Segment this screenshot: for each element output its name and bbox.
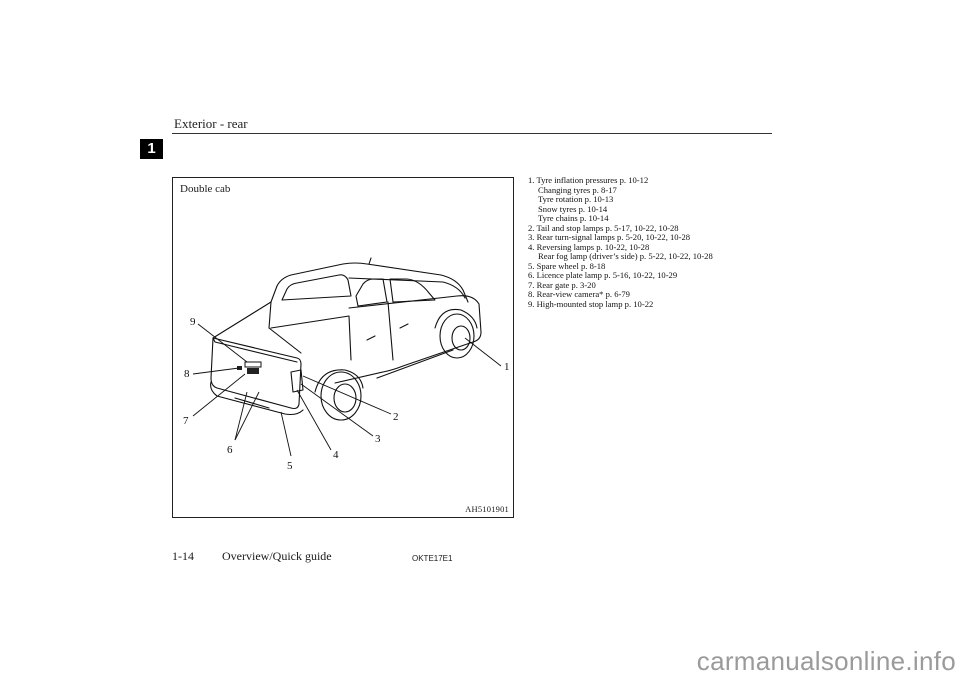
legend-item-9: 9. High-mounted stop lamp p. 10-22 [528, 298, 654, 309]
pickup-truck-illustration: 1 2 3 4 5 6 7 8 9 [183, 257, 510, 472]
footer-document-code: OKTE17E1 [412, 554, 453, 563]
rear-wheel-rim [333, 383, 357, 413]
callout-9: 9 [190, 316, 196, 328]
legend-item-8: 8. Rear-view camera* p. 6-79 [528, 289, 630, 299]
body-side [334, 295, 482, 384]
rear-door-window [355, 278, 388, 307]
rear-window [281, 274, 352, 301]
chapter-tab: 1 [140, 139, 163, 159]
figure-caption: Double cab [180, 183, 231, 195]
camera-mark [237, 366, 242, 370]
callout-2: 2 [393, 411, 399, 423]
figure-code: AH5101901 [465, 504, 509, 514]
rocker-panel [376, 349, 454, 379]
legend-item-6: 6. Licence plate lamp p. 5-16, 10-22, 10… [528, 270, 678, 280]
callout-1: 1 [504, 361, 510, 373]
legend-item-1: 1. Tyre inflation pressures p. 10-12 [528, 175, 649, 185]
bed-top-rail [212, 301, 272, 339]
door-divider [387, 301, 394, 361]
callout-7: 7 [183, 415, 189, 427]
page-header-title: Exterior - rear [174, 116, 248, 131]
tailgate-handle [247, 368, 259, 374]
cab-roof-outline [270, 262, 469, 303]
bumper-step [234, 397, 270, 409]
front-wheel-arch [434, 308, 478, 329]
legend-subitem: Tyre rotation p. 10-13 [538, 194, 614, 204]
watermark-link[interactable]: carmanualsonline.info [696, 646, 956, 676]
legend-subitem: Changing tyres p. 8-17 [538, 184, 617, 195]
tailgate [210, 337, 302, 410]
bed-front-wall [268, 301, 272, 329]
callout-3: 3 [375, 433, 381, 445]
callout-8: 8 [184, 368, 190, 380]
legend-item-4: 4. Reversing lamps p. 10-22, 10-28 [528, 241, 650, 252]
rear-bumper [210, 381, 304, 416]
header-divider [172, 133, 772, 134]
door-handle-rear [366, 335, 376, 341]
legend-item-5: 5. Spare wheel p. 8-18 [528, 260, 606, 271]
callout-5: 5 [287, 460, 293, 472]
footer-page-number: 1-14 [172, 549, 194, 563]
bed-side-top [270, 315, 352, 361]
legend-subitem: Tyre chains p. 10-14 [538, 213, 609, 223]
legend-subitem: Snow tyres p. 10-14 [538, 203, 608, 214]
front-wheel-rim [451, 325, 471, 351]
legend-item-2: 2. Tail and stop lamps p. 5-17, 10-22, 1… [528, 222, 679, 233]
bed-inner-floor [268, 327, 302, 354]
legend-subitem: Rear fog lamp (driver’s side) p. 5-22, 1… [538, 251, 713, 261]
footer-section-title: Overview/Quick guide [222, 549, 332, 563]
rear-wheel-arch [314, 369, 364, 393]
roof-antenna [368, 257, 372, 265]
rear-wheel-tyre [320, 371, 362, 421]
callout-4: 4 [333, 449, 339, 461]
front-door-window [389, 278, 436, 303]
tail-lamp [290, 369, 304, 393]
front-wheel-tyre [439, 313, 475, 359]
tailgate-top-edge [212, 337, 298, 363]
legend-item-3: 3. Rear turn-signal lamps p. 5-20, 10-22… [528, 232, 691, 242]
legend-item-7: 7. Rear gate p. 3-20 [528, 279, 596, 290]
callout-legend: 1. Tyre inflation pressures p. 10-12 Cha… [528, 175, 788, 309]
vehicle-rear-figure: 1 2 3 4 5 6 7 8 9 Double cab AH5101901 [172, 177, 514, 518]
callout-6: 6 [227, 444, 233, 456]
licence-plate-lamp [244, 361, 262, 368]
door-handle-front [399, 323, 409, 329]
